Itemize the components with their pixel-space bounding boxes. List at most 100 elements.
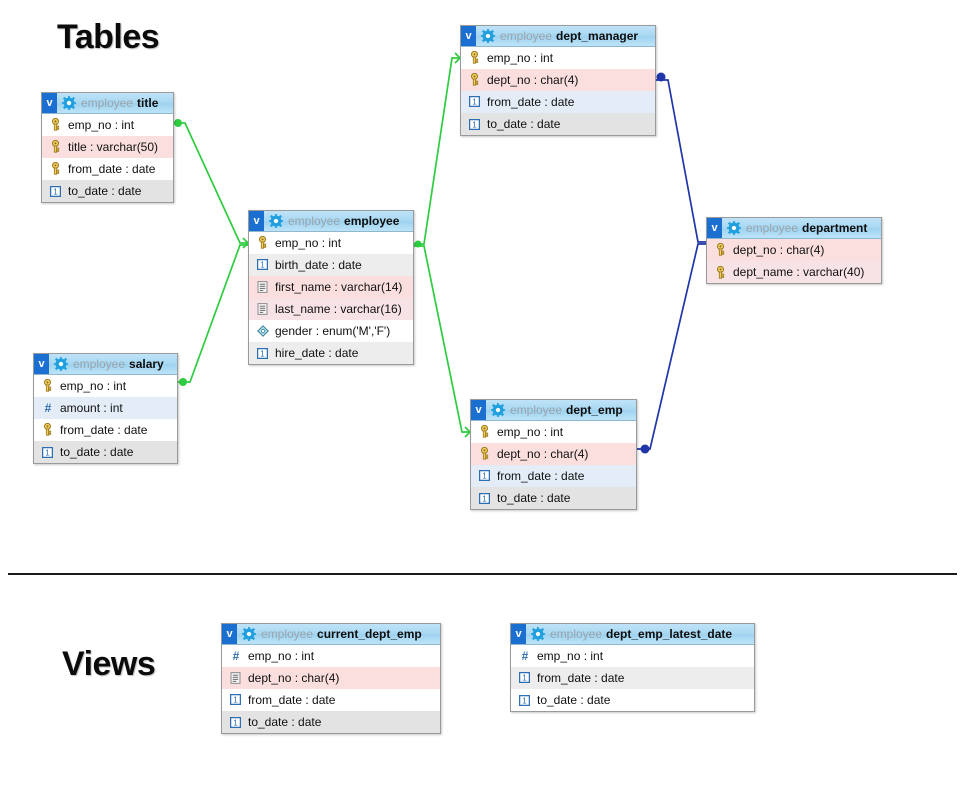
entity-column-row[interactable]: #emp_no : int [511,645,754,667]
svg-text:1: 1 [260,349,265,358]
gear-icon [241,626,257,642]
column-label: first_name : varchar(14) [275,279,403,294]
svg-text:1: 1 [233,695,238,704]
view-badge-icon: v [471,400,486,420]
date-icon: 1 [477,491,492,506]
date-icon: 1 [48,184,63,199]
entity-column-row[interactable]: dept_no : char(4) [471,443,636,465]
column-label: amount : int [60,400,123,415]
column-label: emp_no : int [487,50,554,65]
entity-column-row[interactable]: from_date : date [42,158,173,180]
entity-column-row[interactable]: dept_no : char(4) [222,667,440,689]
views-section-title: Views [62,645,156,683]
view-badge-icon: v [707,218,722,238]
date-icon: 1 [467,117,482,132]
entity-column-row[interactable]: dept_no : char(4) [461,69,655,91]
entity-column-row[interactable]: from_date : date [34,419,177,441]
column-label: dept_no : char(4) [497,446,589,461]
svg-text:1: 1 [45,448,50,457]
entity-schema-label: employee [261,627,314,641]
entity-column-row[interactable]: emp_no : int [34,375,177,397]
entity-column-row[interactable]: emp_no : int [249,232,413,254]
key-icon [48,161,63,176]
key-icon [713,242,728,257]
date-icon: 1 [228,715,243,730]
entity-column-row[interactable]: #amount : int [34,397,177,419]
entity-column-row[interactable]: 1 to_date : date [42,180,173,202]
entity-name-label: dept_manager [556,29,639,43]
entity-column-row[interactable]: dept_name : varchar(40) [707,261,881,283]
column-label: dept_name : varchar(40) [733,265,865,279]
column-label: from_date : date [68,161,156,176]
column-label: emp_no : int [537,648,604,663]
entity-column-row[interactable]: emp_no : int [471,421,636,443]
entity-column-row[interactable]: emp_no : int [461,47,655,69]
column-label: dept_no : char(4) [733,242,825,257]
key-icon [477,424,492,439]
entity-column-row[interactable]: 1 from_date : date [461,91,655,113]
entity-name-label: dept_emp_latest_date [606,627,733,641]
svg-text:1: 1 [482,471,487,480]
column-label: to_date : date [68,184,142,198]
entity-column-row[interactable]: title : varchar(50) [42,136,173,158]
entity-name-label: dept_emp [566,403,623,417]
section-divider [8,573,957,575]
view-badge-icon: v [511,624,526,644]
date-icon: 1 [467,94,482,109]
column-label: emp_no : int [275,235,342,250]
gear-icon [53,356,69,372]
entity-column-row[interactable]: 1 to_date : date [461,113,655,135]
svg-text:1: 1 [53,187,58,196]
entity-column-row[interactable]: last_name : varchar(16) [249,298,413,320]
text-icon [255,279,270,294]
text-icon [255,301,270,316]
key-icon [40,378,55,393]
entity-column-row[interactable]: gender : enum('M','F') [249,320,413,342]
column-label: from_date : date [60,422,148,437]
date-icon: 1 [477,468,492,483]
column-label: emp_no : int [497,424,564,439]
entity-column-row[interactable]: dept_no : char(4) [707,239,881,261]
entity-column-row[interactable]: emp_no : int [42,114,173,136]
entity-schema-label: employee [81,96,134,110]
svg-text:#: # [232,650,239,662]
entity-column-row[interactable]: first_name : varchar(14) [249,276,413,298]
key-icon [467,72,482,87]
entity-column-row[interactable]: #emp_no : int [222,645,440,667]
gear-icon [480,28,496,44]
date-icon: 1 [255,257,270,272]
column-label: from_date : date [487,94,575,109]
key-icon [713,265,728,280]
key-icon [477,446,492,461]
column-label: to_date : date [487,117,561,131]
column-label: emp_no : int [60,378,127,393]
entity-schema-label: employee [73,357,126,371]
view-badge-icon: v [222,624,237,644]
